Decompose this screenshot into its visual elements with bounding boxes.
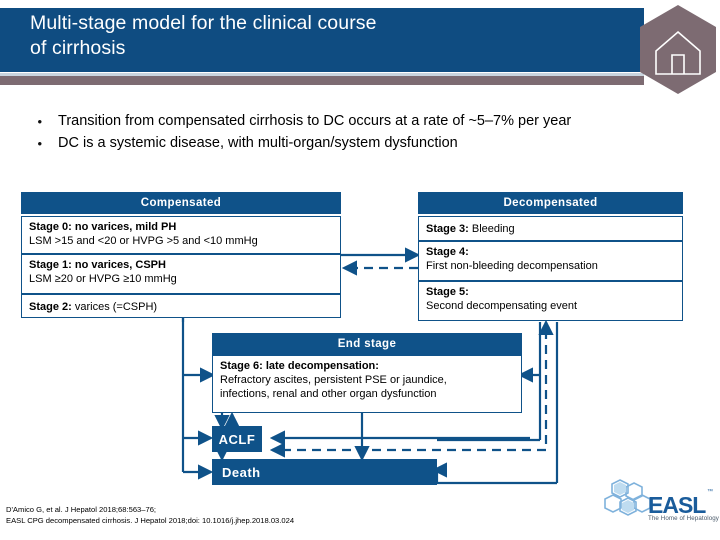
- stage-3-detail: Bleeding: [471, 223, 515, 235]
- bullet-text: Transition from compensated cirrhosis to…: [58, 113, 572, 129]
- list-item: • Transition from compensated cirrhosis …: [0, 112, 700, 132]
- page-title-line-1: Multi-stage model for the clinical cours…: [30, 12, 377, 34]
- citation: D'Amico G, et al. J Hepatol 2018;68:563–…: [6, 505, 476, 526]
- stage-box-0: Stage 0: no varices, mild PH LSM >15 and…: [21, 216, 341, 254]
- bullet-text: DC is a systemic disease, with multi-org…: [58, 134, 458, 151]
- stage-2-label: Stage 2:: [29, 301, 72, 313]
- trademark-symbol: ™: [707, 489, 713, 495]
- box-death: Death: [212, 459, 437, 485]
- column-header-compensated: Compensated: [21, 192, 341, 214]
- stage-box-4: Stage 4: First non-bleeding decompensati…: [418, 241, 683, 281]
- stage-box-6: Stage 6: late decompensation: Refractory…: [212, 355, 522, 413]
- stage-0-detail: LSM >15 and <20 or HVPG >5 and <10 mmHg: [29, 235, 258, 247]
- stage-box-2: Stage 2: varices (=CSPH): [21, 294, 341, 318]
- easl-tagline: The Home of Hepatology: [648, 515, 719, 522]
- page-title: Multi-stage model for the clinical cours…: [30, 11, 630, 61]
- stage-5-detail: Second decompensating event: [426, 300, 578, 312]
- hexagon-house-icon: [640, 5, 716, 94]
- stage-6-detail-line-2: infections, renal and other organ dysfun…: [220, 388, 437, 400]
- list-item: • DC is a systemic disease, with multi-o…: [0, 134, 700, 154]
- column-header-decompensated: Decompensated: [418, 192, 683, 214]
- stage-2-detail: varices (=CSPH): [74, 301, 158, 313]
- stage-0-label: Stage 0: no varices, mild PH: [29, 221, 177, 233]
- title-divider-light: [0, 73, 644, 76]
- stage-1-detail: LSM ≥20 or HVPG ≥10 mmHg: [29, 273, 177, 285]
- stage-box-1: Stage 1: no varices, CSPH LSM ≥20 or HVP…: [21, 254, 341, 294]
- stage-5-label: Stage 5:: [426, 286, 469, 298]
- column-header-end-stage: End stage: [212, 333, 522, 355]
- bullet-marker: •: [37, 135, 42, 151]
- easl-wordmark: EASL: [648, 492, 706, 518]
- bullet-list: • Transition from compensated cirrhosis …: [0, 112, 700, 155]
- easl-logo-mark: [604, 479, 651, 516]
- slide-title-bar: [0, 8, 644, 72]
- stage-box-3: Stage 3: Bleeding: [418, 216, 683, 241]
- box-aclf: ACLF: [212, 426, 262, 452]
- stage-1-label: Stage 1: no varices, CSPH: [29, 259, 166, 271]
- bullet-marker: •: [37, 114, 42, 129]
- stage-4-detail: First non-bleeding decompensation: [426, 260, 598, 272]
- stage-6-label: Stage 6: late decompensation:: [220, 360, 379, 372]
- citation-line-1: D'Amico G, et al. J Hepatol 2018;68:563–…: [6, 505, 157, 514]
- stage-3-label: Stage 3:: [426, 223, 469, 235]
- stage-6-detail-line-1: Refractory ascites, persistent PSE or ja…: [220, 374, 447, 386]
- stage-box-5: Stage 5: Second decompensating event: [418, 281, 683, 321]
- title-divider-mauve: [0, 76, 644, 85]
- page-title-line-2: of cirrhosis: [30, 37, 126, 59]
- citation-line-2: EASL CPG decompensated cirrhosis. J Hepa…: [6, 515, 295, 525]
- stage-4-label: Stage 4:: [426, 246, 469, 258]
